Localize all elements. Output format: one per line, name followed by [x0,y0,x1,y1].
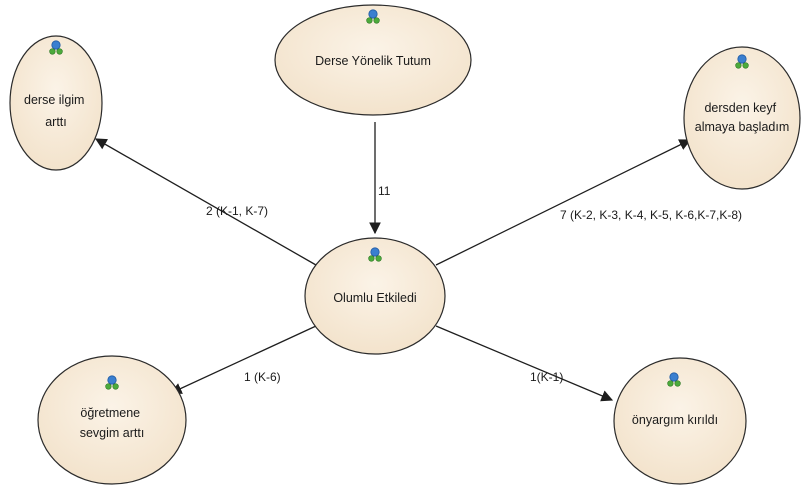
node-bottom-left[interactable]: öğretmene sevgim arttı [37,355,187,485]
edge-label-center-to-bottom-left: 1 (K-6) [244,370,281,384]
node-bottom-right-label: önyargım kırıldı [632,413,718,427]
network-node-icon [667,372,681,387]
network-node-icon [735,54,749,69]
edge-center-to-top-left [94,138,317,266]
edge-labels: 11 2 (K-1, K-7) 7 (K-2, K-3, K-4, K-5, K… [206,184,742,384]
network-node-icon [49,40,63,55]
node-bottom-left-shape[interactable] [37,355,187,485]
edge-center-to-top-right [435,139,692,266]
node-top[interactable]: Derse Yönelik Tutum [274,4,472,116]
node-top-left-label: derse ilgim arttı [24,93,88,129]
node-center[interactable]: Olumlu Etkiledi [304,237,446,355]
node-top-left[interactable]: derse ilgim arttı [9,35,103,171]
node-top-right-shape[interactable] [683,46,801,190]
edge-label-center-to-top-left: 2 (K-1, K-7) [206,204,268,218]
node-center-shape[interactable] [304,237,446,355]
node-bottom-right[interactable]: önyargım kırıldı [613,357,747,485]
edge-label-top-to-center: 11 [378,184,391,198]
node-top-shape[interactable] [274,4,472,116]
network-node-icon [366,9,380,24]
edges [94,122,692,402]
node-top-right-label: dersden keyf almaya başladım [695,101,790,134]
edge-label-center-to-bottom-right: 1(K-1) [530,370,563,384]
node-bottom-left-label: öğretmene sevgim arttı [80,406,145,440]
node-center-label: Olumlu Etkiledi [333,291,416,305]
node-top-right[interactable]: dersden keyf almaya başladım [683,46,801,190]
edge-center-to-bottom-left [169,325,317,394]
node-top-label: Derse Yönelik Tutum [315,54,431,68]
node-top-left-shape[interactable] [9,35,103,171]
edge-center-to-bottom-right [435,325,614,402]
node-bottom-right-shape[interactable] [613,357,747,485]
edge-label-center-to-top-right: 7 (K-2, K-3, K-4, K-5, K-6,K-7,K-8) [560,208,742,222]
network-node-icon [368,247,382,262]
network-node-icon [105,375,119,390]
